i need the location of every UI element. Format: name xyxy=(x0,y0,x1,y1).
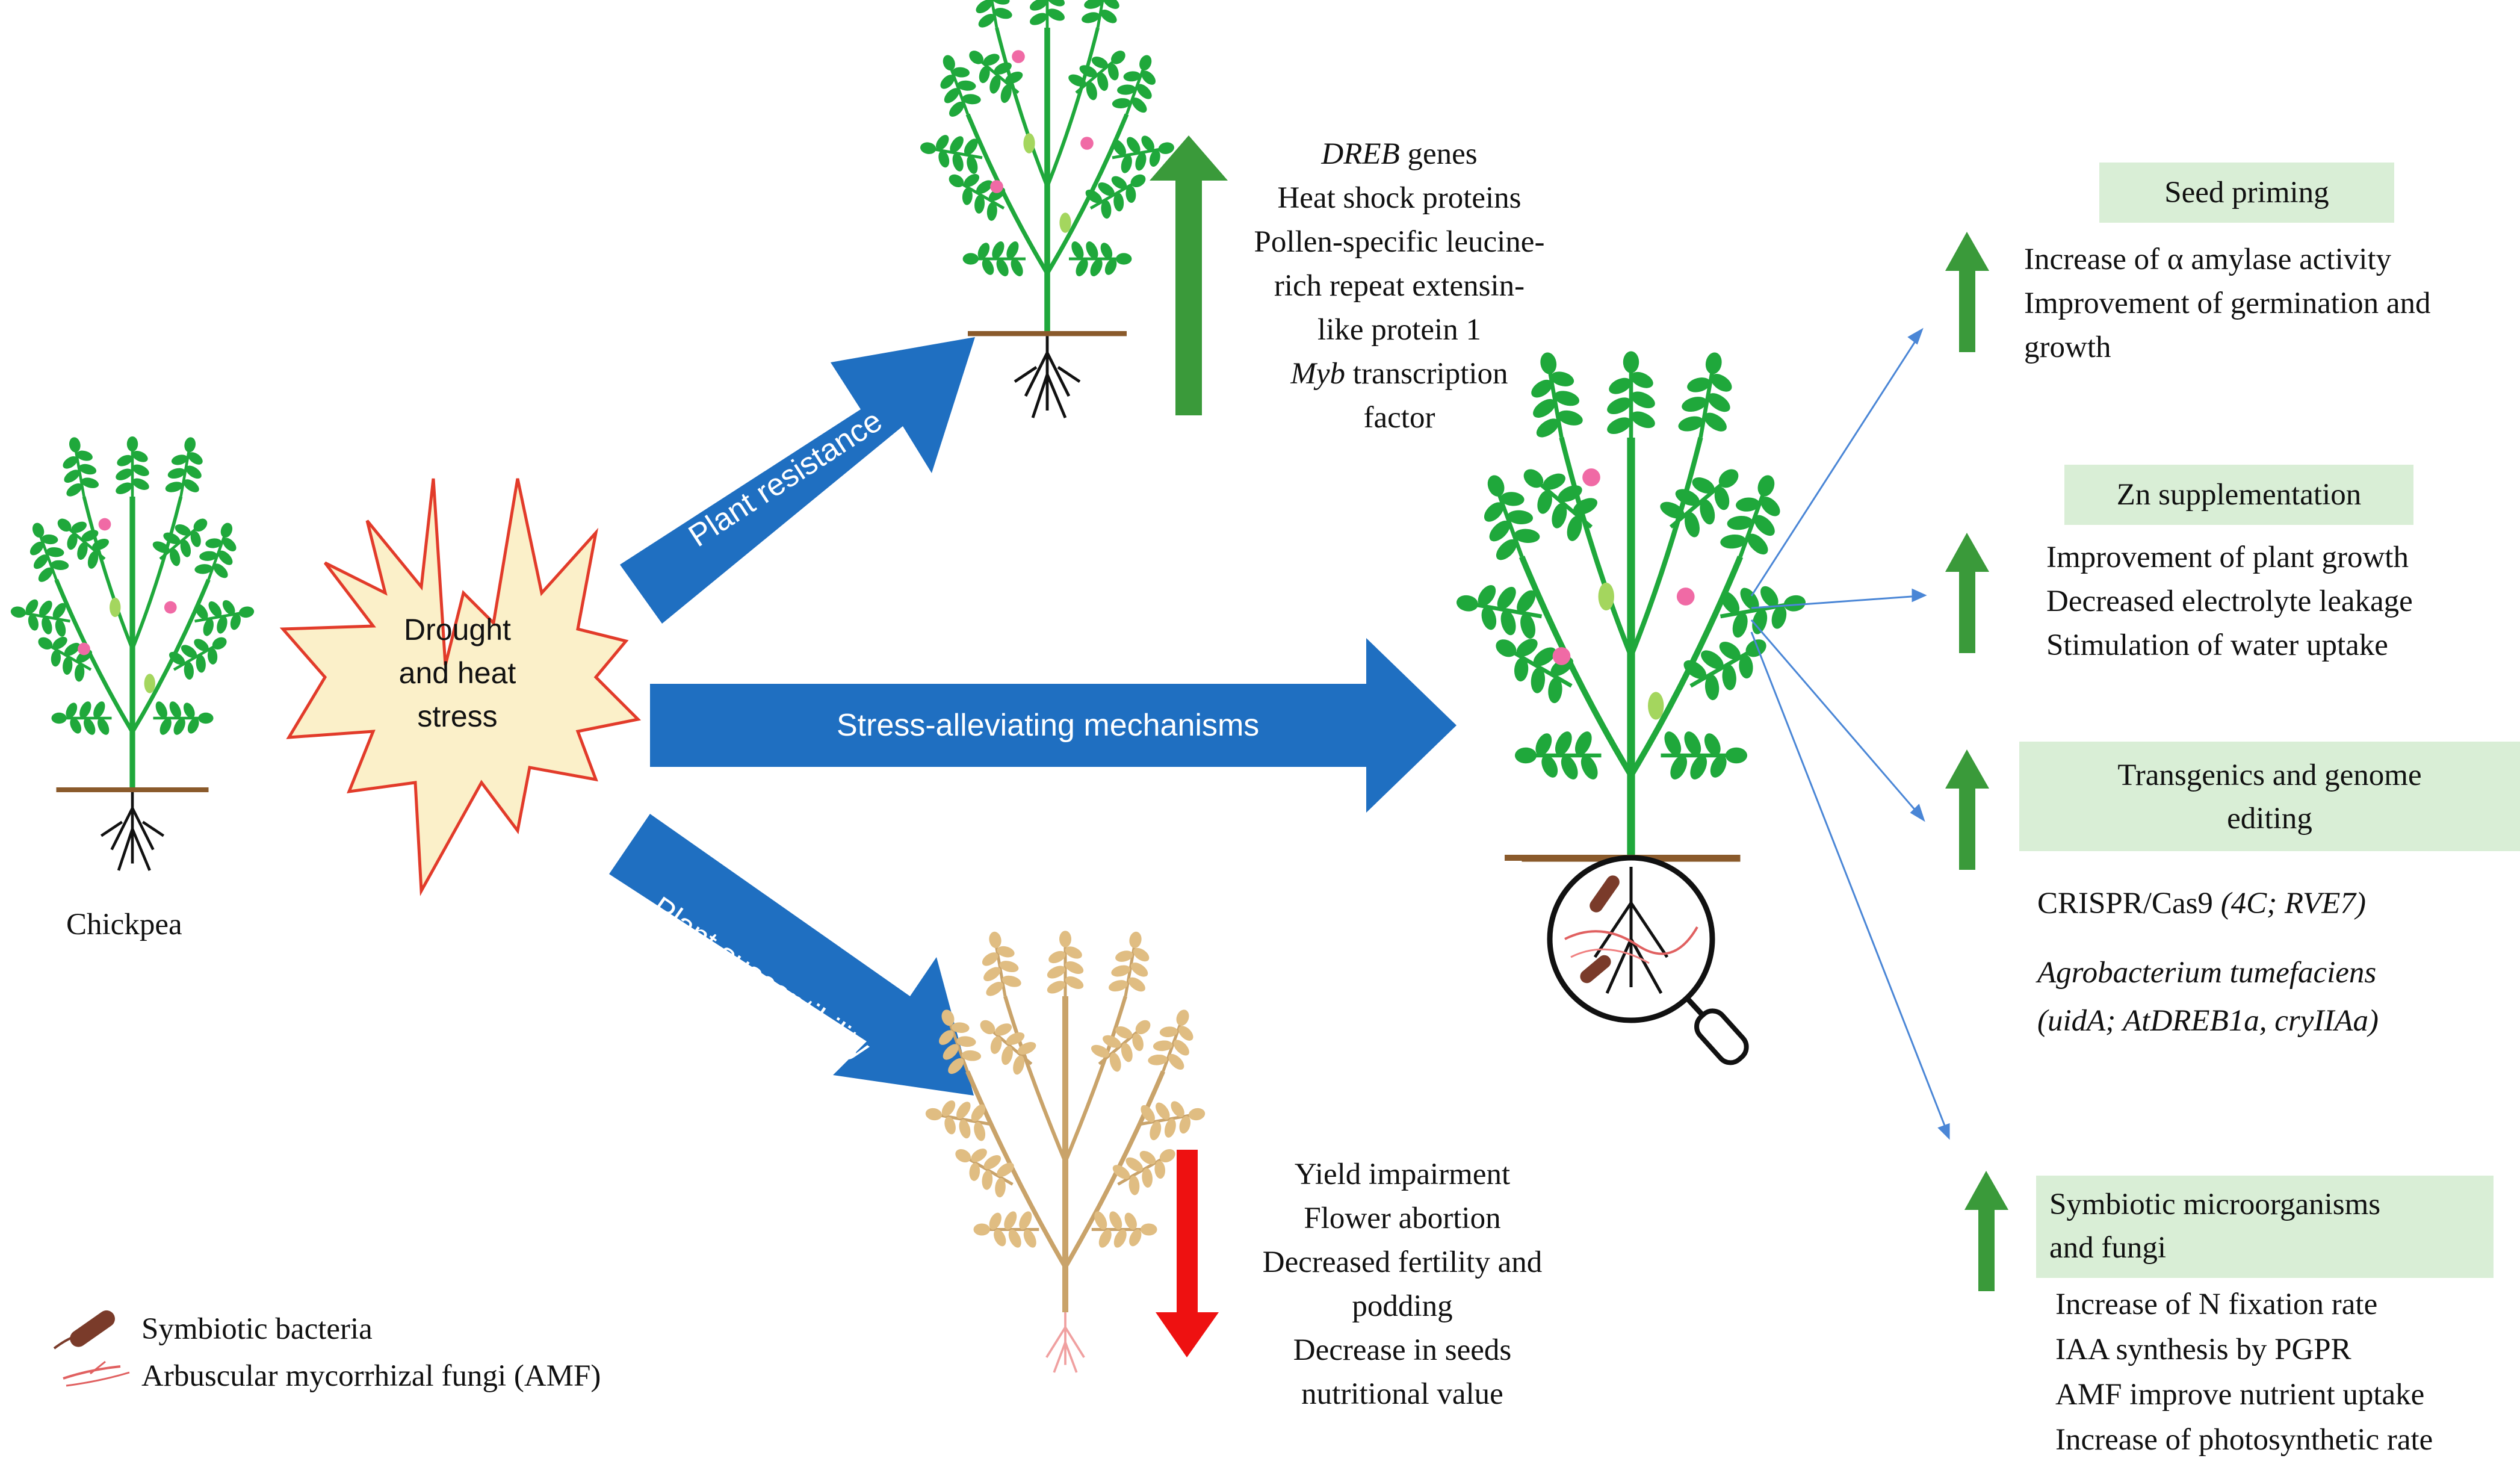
resistance-item-2: Heat shock proteins xyxy=(1277,181,1522,215)
magnifier-icon xyxy=(1547,855,1749,1065)
agro-line: Agrobacterium tumefaciens xyxy=(2037,956,2377,990)
seed-priming-list: Increase of α amylase activity Improveme… xyxy=(2024,238,2431,370)
connector-arrows xyxy=(1750,327,1950,1140)
transgenics-title-1: Transgenics and genome xyxy=(2117,758,2422,792)
zn-box: Zn supplementation xyxy=(2064,465,2413,525)
legend-bacteria: Symbiotic bacteria xyxy=(141,1312,373,1346)
resistance-item-5: like protein 1 xyxy=(1317,313,1481,347)
seed-priming-item-2: Improvement of germination and xyxy=(2024,287,2431,320)
legend-amf: Arbuscular mycorrhizal fungi (AMF) xyxy=(141,1359,601,1393)
resistance-item-3: Pollen-specific leucine- xyxy=(1254,225,1545,259)
down-arrow-susceptibility xyxy=(1156,1150,1219,1357)
resistance-item-4: rich repeat extensin- xyxy=(1274,269,1525,303)
stress-label: Drought and heat stress xyxy=(361,608,554,738)
stress-line-2: and heat xyxy=(398,656,516,690)
symbiotic-box: Symbiotic microorganisms and fungi xyxy=(2036,1176,2494,1278)
susceptibility-item-3: Decreased fertility and xyxy=(1262,1245,1543,1279)
seed-priming-item-3: growth xyxy=(2024,330,2111,364)
transgenics-title-2: editing xyxy=(2227,802,2312,836)
zn-item-1: Improvement of plant growth xyxy=(2046,541,2409,574)
susceptibility-item-1: Yield impairment xyxy=(1294,1158,1511,1191)
arrow-plant-resistance xyxy=(620,337,975,624)
chickpea-plant-illustration xyxy=(8,434,258,870)
chickpea-label: Chickpea xyxy=(66,908,182,941)
transgenics-box: Transgenics and genome editing xyxy=(2019,742,2520,851)
resistance-item-7: factor xyxy=(1363,401,1435,435)
symbiotic-item-4: Increase of photosynthetic rate xyxy=(2055,1423,2433,1457)
zn-list: Improvement of plant growth Decreased el… xyxy=(2046,536,2413,668)
up-arrow-seed-priming xyxy=(1945,232,1989,352)
susceptibility-list: Yield impairment Flower abortion Decreas… xyxy=(1225,1153,1580,1416)
symbiotic-item-1: Increase of N fixation rate xyxy=(2055,1288,2378,1321)
resistance-item-6: Myb transcription xyxy=(1290,357,1508,391)
resistance-item-1: DREB genes xyxy=(1321,137,1478,171)
up-arrow-transgenics xyxy=(1945,749,1989,870)
symbiotic-list: Increase of N fixation rate IAA synthesi… xyxy=(2055,1282,2433,1463)
symbiotic-item-2: IAA synthesis by PGPR xyxy=(2055,1333,2351,1366)
agro-targets: (uidA; AtDREB1a, cryIIAa) xyxy=(2037,1004,2379,1038)
seed-priming-item-1: Increase of α amylase activity xyxy=(2024,243,2392,276)
susceptibility-item-5: Decrease in seeds xyxy=(1293,1333,1512,1367)
susceptible-plant-illustration xyxy=(922,928,1209,1372)
stress-star-shape xyxy=(279,478,642,896)
up-arrow-zn xyxy=(1945,533,1989,653)
zn-item-3: Stimulation of water uptake xyxy=(2046,628,2388,662)
stress-line-1: Drought xyxy=(404,613,511,646)
symbiotic-title-2: and fungi xyxy=(2049,1231,2167,1265)
crispr-line: CRISPR/Cas9 (4C; RVE7) xyxy=(2037,887,2366,920)
susceptibility-item-4: podding xyxy=(1352,1289,1453,1323)
arrow-label-alleviating: Stress-alleviating mechanisms xyxy=(837,708,1260,743)
up-arrow-symbiotic xyxy=(1964,1171,2008,1291)
symbiotic-item-3: AMF improve nutrient uptake xyxy=(2055,1378,2425,1412)
arrow-stress-alleviating xyxy=(650,638,1457,813)
susceptibility-item-6: nutritional value xyxy=(1301,1377,1503,1411)
symbiotic-title-1: Symbiotic microorganisms xyxy=(2049,1188,2381,1221)
stress-line-3: stress xyxy=(417,699,498,733)
bacteria-icon xyxy=(53,1310,115,1350)
up-arrow-resistance xyxy=(1150,135,1228,415)
amf-icon xyxy=(63,1360,130,1387)
resistance-list: DREB genes Heat shock proteins Pollen-sp… xyxy=(1225,132,1574,440)
susceptibility-item-2: Flower abortion xyxy=(1304,1201,1501,1235)
arrow-plant-susceptibility xyxy=(609,814,974,1096)
seed-priming-box: Seed priming xyxy=(2099,163,2394,223)
zn-item-2: Decreased electrolyte leakage xyxy=(2046,584,2413,618)
